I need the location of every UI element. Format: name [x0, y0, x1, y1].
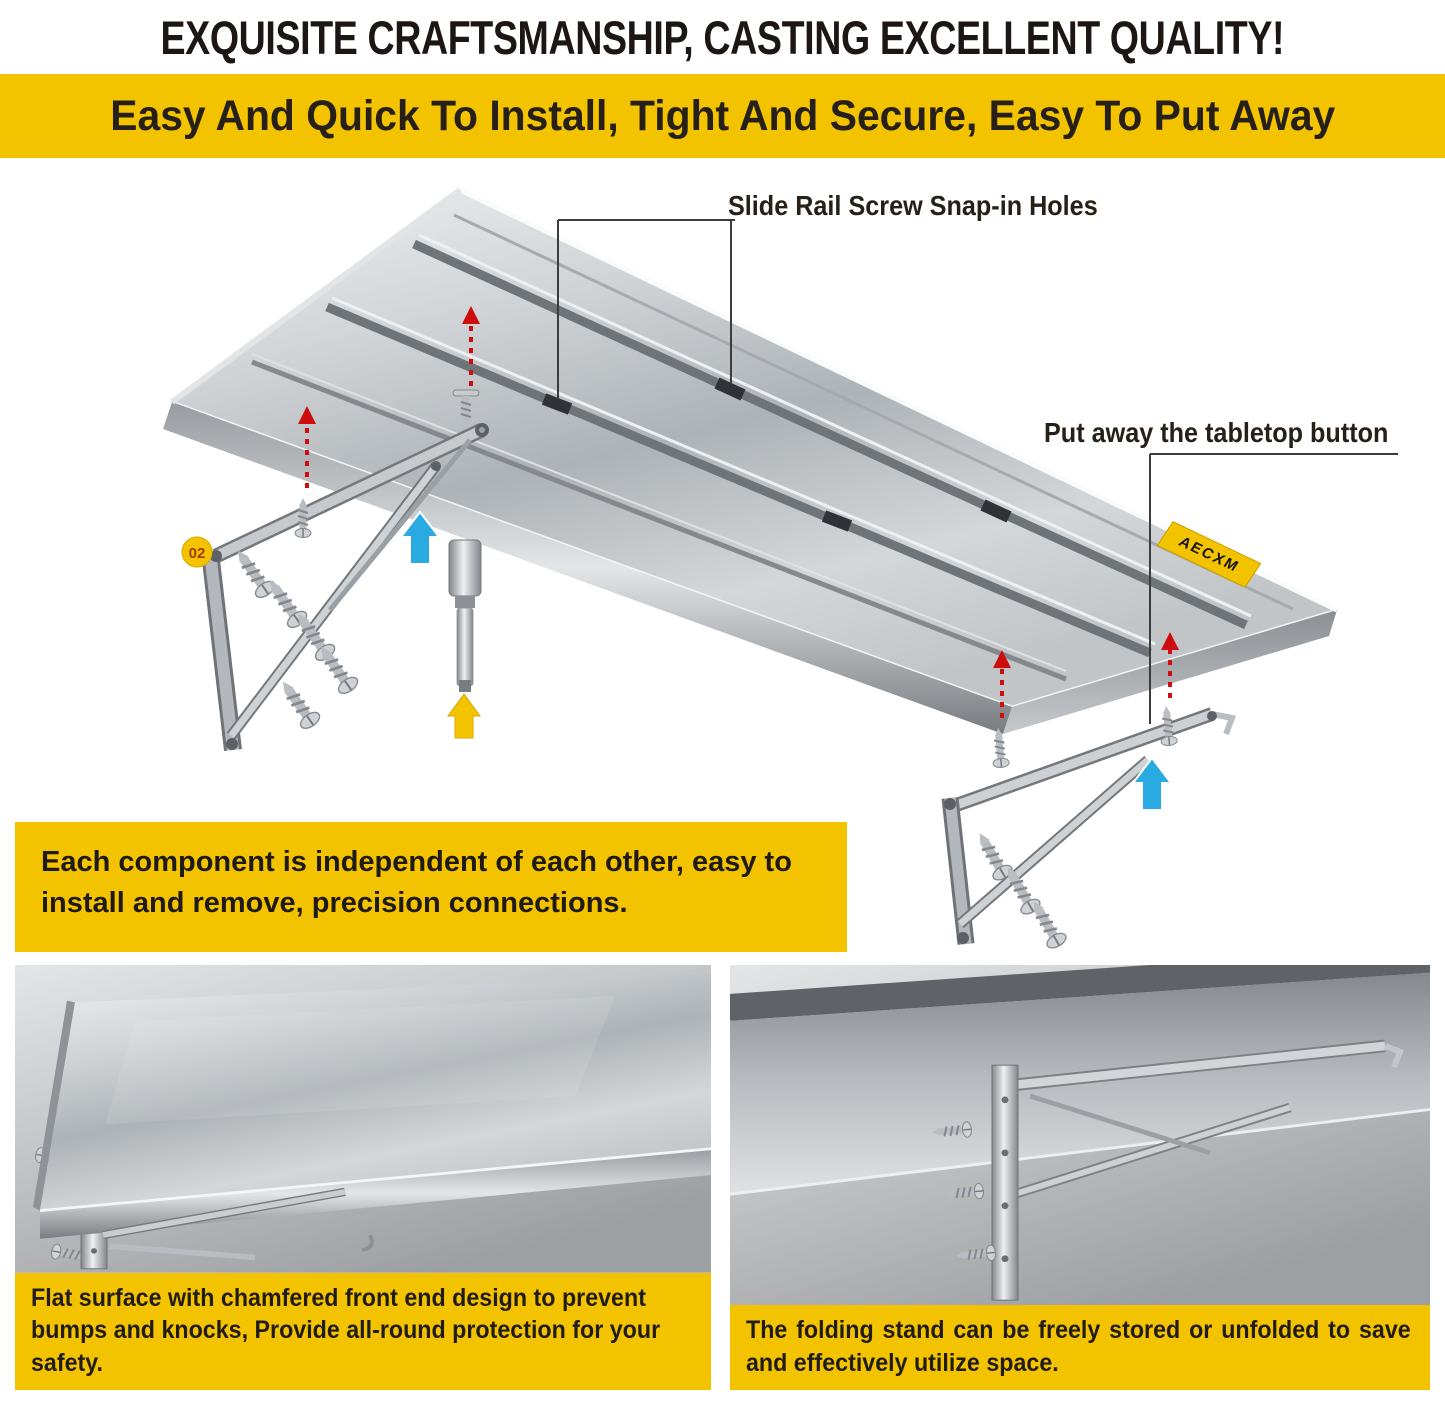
- feature-text-box: Each component is independent of each ot…: [15, 822, 847, 952]
- hero-product-render: 02: [163, 187, 1398, 953]
- feature-text: Each component is independent of each ot…: [41, 846, 792, 919]
- step-badge: 02: [181, 536, 213, 568]
- panel-left-render: [15, 965, 711, 1273]
- panel-right-render: [730, 965, 1430, 1305]
- panel-left: Flat surface with chamfered front end de…: [15, 965, 711, 1390]
- chamfered-edge: [39, 1147, 711, 1213]
- red-arrow-heads: [298, 306, 1179, 668]
- screw-icon: [989, 726, 1011, 770]
- bracket-underside-render: [730, 965, 1430, 1305]
- tabletop-surface: [40, 974, 711, 1211]
- red-dashed-arrow-icon: [305, 326, 1172, 718]
- tabletop-render: [163, 187, 1339, 734]
- put-away-button: [1383, 1043, 1404, 1069]
- folding-bracket-left: [201, 423, 489, 752]
- release-hook: [361, 1234, 374, 1252]
- slide-rail: [325, 296, 1156, 658]
- hex-driver-bit: [448, 539, 482, 692]
- callout-lines: [557, 219, 1398, 724]
- callout-label-put-away: Put away the tabletop button: [1044, 417, 1389, 448]
- up-arrow-blue-icon: [398, 510, 442, 565]
- headline-text: EXQUISITE CRAFTSMANSHIP, CASTING EXCELLE…: [160, 10, 1285, 64]
- put-away-button: [1211, 711, 1237, 736]
- panel-right: The folding stand can be freely stored o…: [730, 965, 1430, 1390]
- panel-caption-right: The folding stand can be freely stored o…: [730, 1305, 1430, 1390]
- slide-rail: [251, 359, 1067, 682]
- banner-text: Easy And Quick To Install, Tight And Sec…: [109, 91, 1336, 140]
- headline: EXQUISITE CRAFTSMANSHIP, CASTING EXCELLE…: [0, 0, 1445, 74]
- panel-caption-left: Flat surface with chamfered front end de…: [15, 1272, 711, 1390]
- up-arrow-blue-icon: [1130, 756, 1174, 811]
- up-arrow-yellow-icon: [447, 693, 481, 739]
- folding-bracket-right: [941, 707, 1237, 945]
- step-badge-number: 02: [189, 545, 206, 562]
- callout-label-slide-rail: Slide Rail Screw Snap-in Holes: [728, 190, 1098, 221]
- table-front-render: [15, 965, 711, 1273]
- yellow-banner: Easy And Quick To Install, Tight And Sec…: [0, 74, 1445, 158]
